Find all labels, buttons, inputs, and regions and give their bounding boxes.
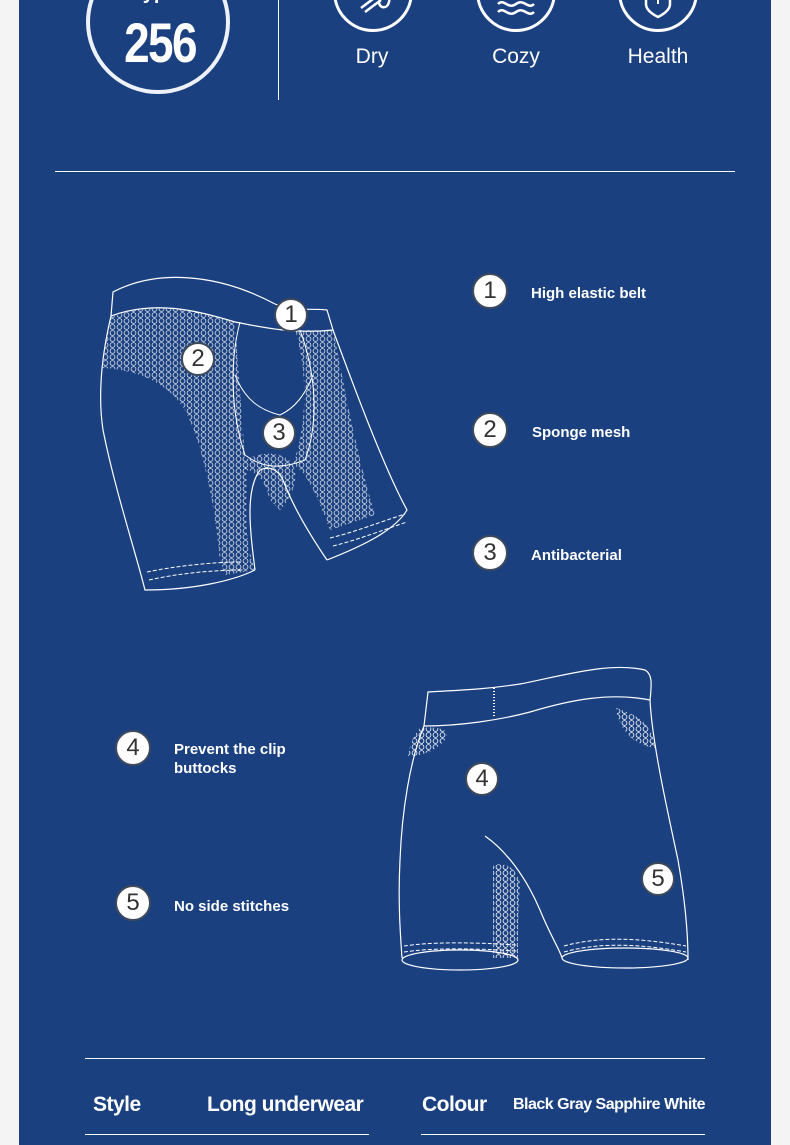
legend-label-4-line2: buttocks [174, 760, 237, 777]
spec-style-value: Long underwear [207, 1093, 364, 1116]
legend-label-2: Sponge mesh [532, 424, 631, 441]
header-divider [278, 0, 279, 100]
health-shield-icon [618, 0, 698, 32]
feature-label-cozy: Cozy [492, 45, 540, 68]
dry-wind-icon [333, 0, 413, 32]
section-divider [55, 171, 735, 172]
callout-badge-4: 4 [465, 762, 499, 796]
legend-badge-1: 1 [472, 273, 508, 309]
legend-badge-2: 2 [472, 412, 508, 448]
callout-badge-5: 5 [641, 862, 675, 896]
front-underwear-diagram [99, 276, 408, 591]
type-label: Type: [86, 0, 230, 5]
back-underwear-diagram [398, 666, 689, 971]
type-number: 256 [124, 11, 197, 74]
legend-label-3: Antibacterial [531, 547, 622, 564]
spec-colour-underline [421, 1134, 705, 1135]
feature-label-health: Health [627, 45, 689, 68]
specs-top-divider [85, 1058, 705, 1059]
callout-badge-2: 2 [181, 342, 215, 376]
legend-badge-5: 5 [115, 885, 151, 921]
callout-badge-1: 1 [274, 298, 308, 332]
spec-colour-label: Colour [422, 1093, 487, 1116]
legend-label-4-line1: Prevent the clip [174, 741, 286, 758]
cozy-wave-icon [476, 0, 556, 32]
feature-label-dry: Dry [355, 45, 389, 68]
legend-label-1: High elastic belt [531, 285, 647, 302]
legend-badge-4: 4 [115, 730, 151, 766]
legend-label-5: No side stitches [174, 898, 290, 915]
legend-badge-3: 3 [472, 535, 508, 571]
spec-style-underline [85, 1134, 369, 1135]
legend-label-4: Prevent the clip buttocks [174, 740, 286, 778]
spec-colour-value: Black Gray Sapphire White [513, 1096, 706, 1113]
spec-style-label: Style [93, 1093, 141, 1116]
product-panel [19, 0, 771, 1145]
callout-badge-3: 3 [262, 416, 296, 450]
